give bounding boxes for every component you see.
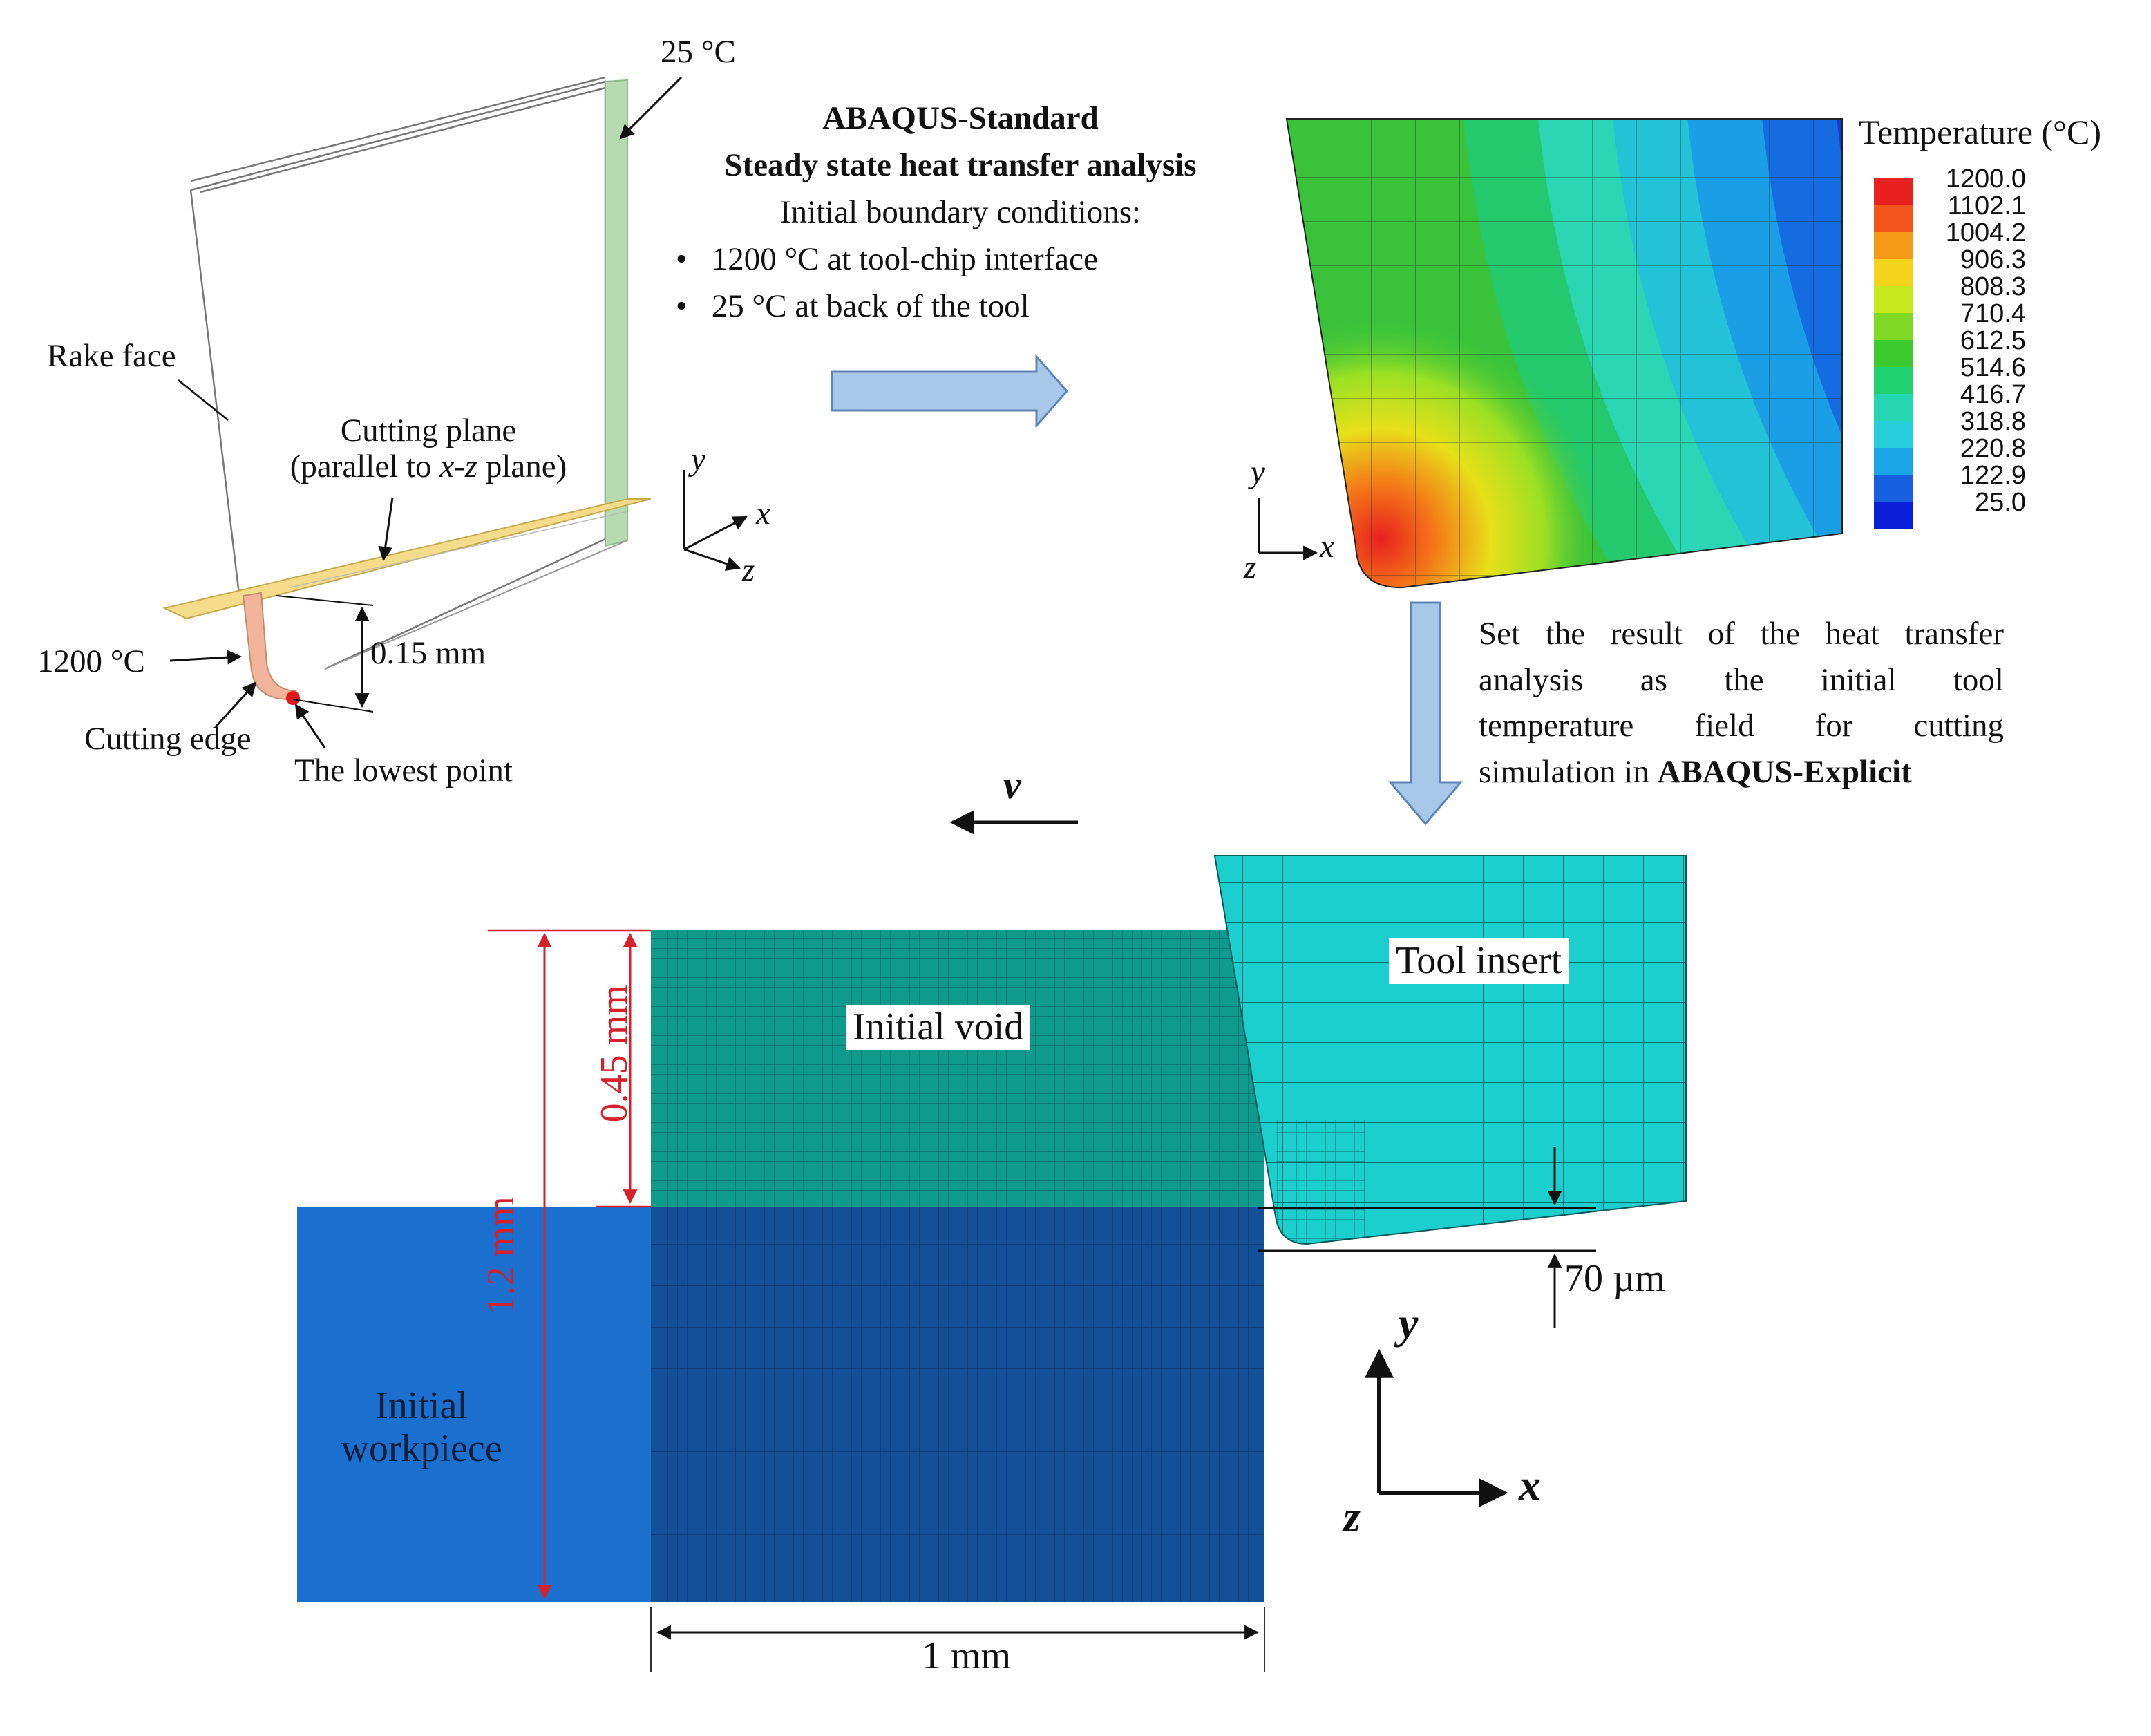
legend-swatch (1874, 340, 1913, 367)
cutting-simulation (297, 810, 1687, 1672)
flow-arrow-right (831, 354, 1068, 428)
temperature-axes (1258, 498, 1318, 560)
cutting-edge-strip (242, 592, 297, 701)
legend-value: 416.7 (1960, 380, 2026, 409)
legend-value: 1200.0 (1945, 164, 2026, 194)
legend-swatch (1874, 178, 1913, 205)
analysis-subtitle: Steady state heat transfer analysis (724, 147, 1197, 183)
axis-y-label: y (691, 442, 705, 478)
legend-swatch (1874, 448, 1913, 475)
conditions-heading: Initial boundary conditions: (779, 194, 1141, 230)
legend-value: 710.4 (1960, 299, 2026, 328)
legend-swatch (1874, 205, 1913, 232)
velocity-label: v (1003, 762, 1021, 807)
legend-value: 1102.1 (1947, 191, 2026, 220)
legend-swatch (1874, 286, 1913, 313)
temperature-contour (1287, 119, 1842, 588)
lowest-point-marker (286, 691, 300, 705)
legend-value: 808.3 (1960, 272, 2026, 301)
legend-value: 220.8 (1960, 434, 2026, 463)
legend-value: 122.9 (1960, 461, 2026, 490)
condition-item-1: • 1200 °C at tool-chip interface (676, 241, 1098, 277)
cutting-edge-label: Cutting edge (84, 721, 252, 757)
height-total-label: 1.2 mm (479, 1196, 522, 1315)
legend-swatch (1874, 394, 1913, 421)
axis-z-label: z (742, 552, 755, 588)
legend-swatch (1874, 475, 1913, 502)
width-label: 1 mm (922, 1634, 1012, 1677)
legend-swatch (1874, 313, 1913, 340)
legend-value: 514.6 (1960, 353, 2026, 382)
legend-value: 612.5 (1960, 326, 2026, 355)
thickness-label: 0.15 mm (370, 635, 486, 671)
legend-value: 906.3 (1960, 245, 2026, 274)
temp-axis-y: y (1251, 454, 1265, 490)
height-void-label: 0.45 mm (592, 985, 636, 1123)
initial-void-label: Initial void (846, 1005, 1031, 1050)
legend-swatch (1874, 367, 1913, 394)
sim-axis-x: x (1519, 1460, 1541, 1509)
temperature-legend (1874, 178, 1913, 529)
cutting-plane (162, 498, 652, 620)
uncut-thickness-label: 70 µm (1564, 1257, 1665, 1300)
sim-axis-y: y (1399, 1299, 1419, 1348)
cutting-plane-label: Cutting plane (parallel to x-z plane) (290, 413, 567, 484)
legend-swatch (1874, 421, 1913, 448)
axis-x-label: x (756, 496, 770, 531)
workpiece-label: Initial workpiece (341, 1384, 502, 1470)
legend-value: 25.0 (1975, 488, 2026, 517)
condition-item-2: • 25 °C at back of the tool (676, 288, 1030, 324)
tool-back-face (605, 79, 628, 547)
legend-value: 318.8 (1960, 407, 2026, 436)
legend-swatch (1874, 259, 1913, 286)
tool-3d-model (162, 76, 748, 748)
legend-swatch (1874, 232, 1913, 259)
temp-axis-x: x (1320, 529, 1334, 565)
back-temp-label: 25 °C (661, 34, 736, 70)
analysis-title: ABAQUS-Standard (822, 100, 1099, 136)
legend-title: Temperature (°C) (1859, 113, 2102, 151)
lowest-point-label: The lowest point (294, 753, 513, 789)
workpiece-region (297, 1207, 651, 1602)
transfer-note: Set the result of the heat transfer anal… (1479, 616, 2004, 791)
flow-arrow-down (1387, 601, 1463, 826)
legend-value: 1004.2 (1945, 218, 2026, 247)
rake-face-label: Rake face (47, 338, 176, 374)
sim-axis-z: z (1343, 1492, 1361, 1541)
interface-temp-label: 1200 °C (37, 643, 145, 679)
tool-insert-label: Tool insert (1389, 938, 1569, 984)
tool-insert-outline (1213, 855, 1687, 1245)
legend-swatch (1874, 502, 1913, 529)
tool-outline (189, 80, 614, 670)
temp-axis-z: z (1244, 549, 1257, 585)
